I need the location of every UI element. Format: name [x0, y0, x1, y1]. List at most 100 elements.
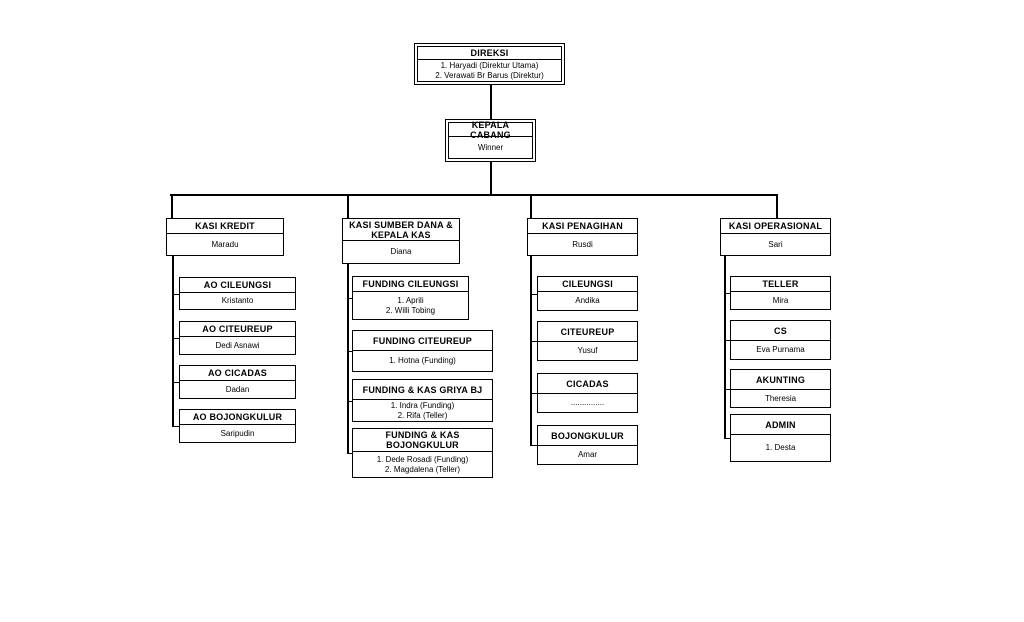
kasi-operasional-unit-box-title: CS [731, 321, 830, 341]
kasi-kredit-unit-box-title: AO BOJONGKULUR [180, 410, 295, 425]
kasi-penagihan-trunk-line [530, 256, 532, 446]
member-name: Andika [575, 296, 600, 306]
kasi-operasional-unit-box-members: Mira [731, 292, 830, 309]
kasi-sumber-dana-box: KASI SUMBER DANA & KEPALA KAS Diana [342, 218, 460, 264]
kasi-operasional-unit-box: AKUNTING Theresia [730, 369, 831, 408]
member-name: 1. Hotna (Funding) [389, 356, 456, 366]
kasi-sumber-dana-branch-line [347, 401, 352, 402]
kasi-penagihan-unit-box-title: CICADAS [538, 374, 637, 394]
kasi-penagihan-unit-box: CILEUNGSI Andika [537, 276, 638, 311]
kasi-operasional-unit-box: CS Eva Purnama [730, 320, 831, 360]
kasi-penagihan-unit-box: BOJONGKULUR Amar [537, 425, 638, 465]
kepala-cabang-box-title: KEPALA CABANG [449, 120, 532, 140]
kasi-sumber-dana-unit-box-members: 1. Indra (Funding)2. Rifa (Teller) [353, 400, 492, 421]
member-name: Theresia [764, 393, 797, 403]
kasi-kredit-unit-box: AO CILEUNGSI Kristanto [179, 277, 296, 310]
kasi-sumber-dana-unit-box: FUNDING CITEUREUP 1. Hotna (Funding) [352, 330, 493, 372]
member-name: Maradu [211, 239, 239, 249]
kasi-penagihan-unit-box-members: Andika [538, 292, 637, 310]
kasi-kredit-unit-box: AO BOJONGKULUR Saripudin [179, 409, 296, 443]
kasi-sumber-dana-unit-box: FUNDING & KAS BOJONGKULUR 1. Dede Rosadi … [352, 428, 493, 478]
kasi-operasional-branch-line [724, 293, 730, 294]
kasi-sumber-dana-trunk-line [347, 264, 349, 454]
member-name: Dedi Asnawi [215, 340, 260, 350]
kepala-cabang-box: KEPALA CABANG Winner [445, 119, 536, 162]
direksi-box-title: DIREKSI [418, 47, 561, 60]
kasi-penagihan-unit-box-title: CITEUREUP [538, 322, 637, 342]
kasi-penagihan-unit-box-members: Amar [538, 446, 637, 464]
kasi-kredit-unit-box-members: Dedi Asnawi [180, 337, 295, 354]
member-name: Kristanto [221, 296, 254, 306]
member-name: Mira [772, 295, 789, 305]
kasi-kredit-unit-box-title: AO CICADAS [180, 366, 295, 381]
member-name: Amar [577, 450, 598, 460]
kasi-kredit-branch-line [172, 294, 179, 295]
member-name: 1. Dede Rosadi (Funding) [376, 455, 469, 464]
kasi-sumber-dana-unit-box-members: 1. Hotna (Funding) [353, 351, 492, 371]
kasi-operasional-unit-box-title: TELLER [731, 277, 830, 292]
kasi-operasional-unit-box-title: ADMIN [731, 415, 830, 435]
kasi-kredit-branch-line [172, 338, 179, 339]
member-name: Saripudin [220, 428, 255, 438]
kasi-kredit-trunk-line [172, 256, 174, 427]
kasi-operasional-unit-box: TELLER Mira [730, 276, 831, 310]
kasi-kredit-unit-box-title: AO CITEUREUP [180, 322, 295, 337]
direksi-connector [490, 85, 492, 120]
kasi-penagihan-unit-box-members: ............... [538, 394, 637, 412]
kasi-operasional-branch-line [724, 438, 730, 439]
kasi-operasional-trunk-line [724, 256, 726, 439]
kasi-penagihan-unit-box-members: Yusuf [538, 342, 637, 360]
member-name: 2. Rifa (Teller) [397, 410, 448, 420]
direksi-box-members: 1. Haryadi (Direktur Utama)2. Verawati B… [418, 60, 561, 81]
kasi-penagihan-unit-box-title: CILEUNGSI [538, 277, 637, 292]
kasi-sumber-dana-branch-line [347, 298, 352, 299]
kasi-kredit-unit-box-title: AO CILEUNGSI [180, 278, 295, 293]
member-name: 2. Willi Tobing [385, 305, 436, 315]
kasi-operasional-drop-line [776, 195, 778, 218]
kasi-kredit-branch-line [172, 426, 179, 427]
section-bus-line [170, 194, 778, 196]
kasi-operasional-unit-box-members: 1. Desta [731, 435, 830, 461]
kasi-operasional-box-members: Sari [721, 234, 830, 255]
kasi-sumber-dana-drop-line [347, 195, 349, 218]
kasi-operasional-unit-box-members: Eva Purnama [731, 341, 830, 359]
kasi-operasional-unit-box-title: AKUNTING [731, 370, 830, 390]
kasi-penagihan-drop-line [530, 195, 532, 218]
kasi-sumber-dana-unit-box-title: FUNDING CILEUNGSI [353, 277, 468, 292]
kasi-kredit-box-members: Maradu [167, 234, 283, 255]
kepala-cabang-box-members: Winner [449, 137, 532, 158]
kasi-penagihan-box-members: Rusdi [528, 234, 637, 255]
kasi-penagihan-branch-line [530, 445, 537, 446]
kasi-operasional-unit-box-members: Theresia [731, 390, 830, 407]
kasi-sumber-dana-box-members: Diana [343, 241, 459, 263]
member-name: Diana [390, 247, 412, 257]
kasi-kredit-unit-box: AO CITEUREUP Dedi Asnawi [179, 321, 296, 355]
kasi-sumber-dana-branch-line [347, 453, 352, 454]
member-name: 1. Aprili [397, 296, 424, 305]
kasi-sumber-dana-box-title: KASI SUMBER DANA & KEPALA KAS [343, 219, 459, 241]
kasi-operasional-branch-line [724, 389, 730, 390]
branch-connector [490, 162, 492, 195]
member-name: Eva Purnama [756, 345, 805, 355]
member-name: Winner [477, 142, 504, 152]
member-name: Sari [768, 239, 783, 249]
member-name: 1. Haryadi (Direktur Utama) [440, 61, 539, 70]
kasi-sumber-dana-unit-box-title: FUNDING & KAS BOJONGKULUR [353, 429, 492, 452]
member-name: 1. Desta [765, 443, 796, 453]
member-name: 2. Magdalena (Teller) [384, 464, 461, 474]
kasi-penagihan-branch-line [530, 294, 537, 295]
kasi-penagihan-unit-box-title: BOJONGKULUR [538, 426, 637, 446]
kasi-sumber-dana-unit-box-title: FUNDING CITEUREUP [353, 331, 492, 351]
kasi-kredit-unit-box-members: Dadan [180, 381, 295, 398]
kasi-kredit-unit-box-members: Kristanto [180, 293, 295, 309]
